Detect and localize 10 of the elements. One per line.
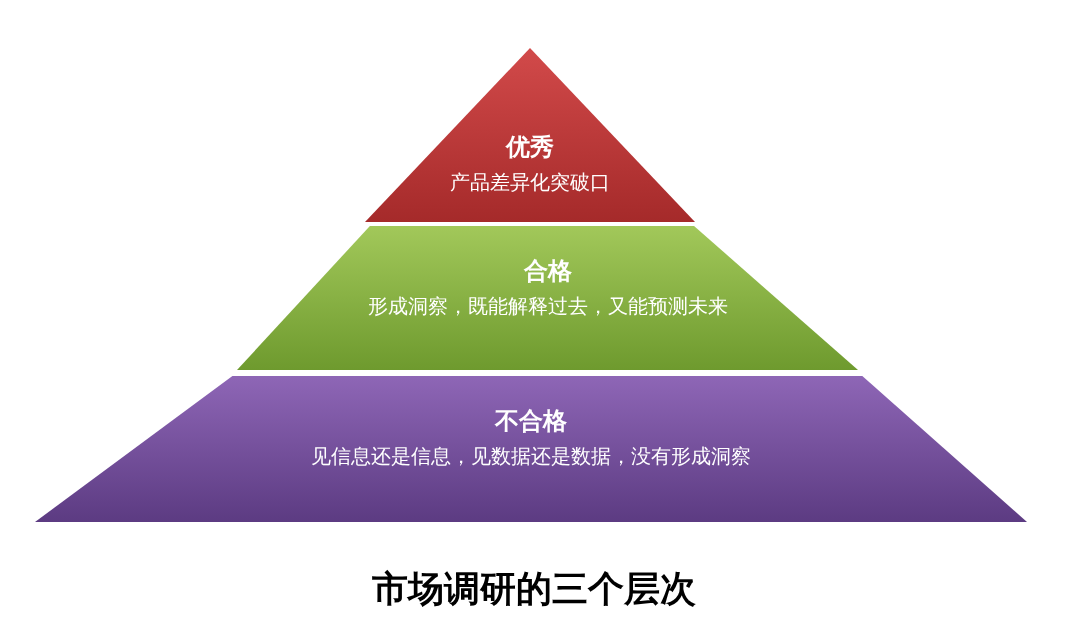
tier-description: 产品差异化突破口: [450, 170, 610, 195]
pyramid-tier: [365, 48, 695, 222]
tier-heading: 优秀: [506, 132, 554, 162]
tier-heading: 合格: [523, 256, 572, 286]
tier-description: 见信息还是信息，见数据还是数据，没有形成洞察: [311, 444, 751, 469]
tier-description: 形成洞察，既能解释过去，又能预测未来: [367, 294, 728, 319]
tier-heading: 不合格: [495, 406, 567, 436]
diagram-title: 市场调研的三个层次: [370, 567, 697, 611]
pyramid-tier: [35, 376, 1027, 522]
pyramid-tier: [237, 226, 858, 370]
